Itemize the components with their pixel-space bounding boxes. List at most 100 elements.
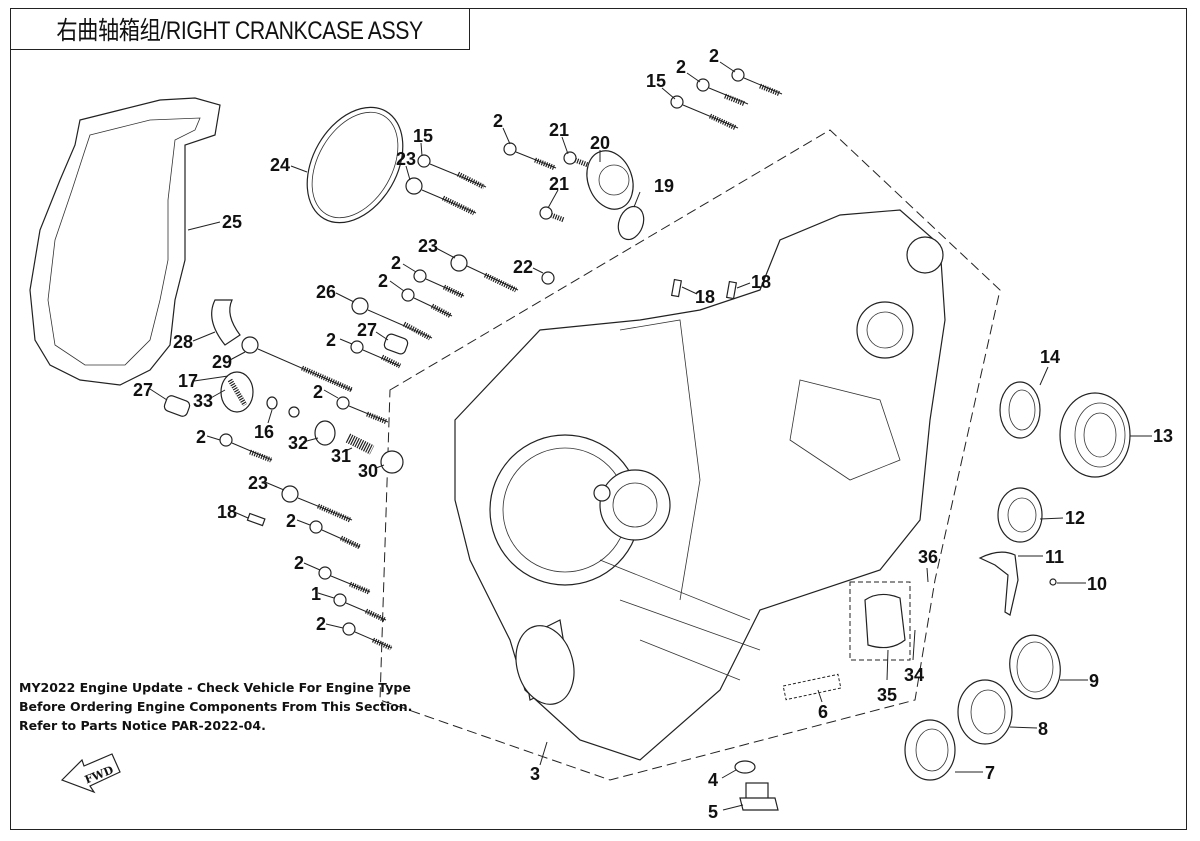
engine-update-notice: MY2022 Engine Update - Check Vehicle For…	[19, 678, 412, 735]
callout-33: 33	[193, 391, 213, 411]
callout-2: 2	[378, 271, 388, 291]
assembly-boundary	[379, 129, 1001, 781]
bolt-23-low	[281, 485, 353, 523]
spring-31	[345, 433, 375, 455]
bushing-group-36	[849, 581, 911, 661]
callout-18: 18	[695, 287, 715, 307]
callout-2: 2	[286, 511, 296, 531]
callout-36: 36	[918, 547, 938, 567]
callout-27: 27	[357, 320, 377, 340]
callout-30: 30	[358, 461, 378, 481]
callout-10: 10	[1087, 574, 1107, 594]
fwd-arrow-icon: FWD	[60, 753, 121, 794]
bolt-2-c	[350, 340, 402, 369]
callout-23: 23	[396, 149, 416, 169]
bearing-cap-28	[211, 299, 241, 346]
bolt-15-top	[670, 95, 739, 131]
callout-35: 35	[877, 685, 897, 705]
callout-25: 25	[222, 212, 242, 232]
title-text: 右曲轴箱组/RIGHT CRANKCASE ASSY	[56, 17, 424, 45]
screw-10	[1049, 578, 1057, 586]
callout-2: 2	[326, 330, 336, 350]
callout-19: 19	[654, 176, 674, 196]
filter-33	[220, 371, 254, 413]
callout-14: 14	[1040, 347, 1060, 367]
bolt-2-d	[336, 396, 389, 425]
callout-18: 18	[217, 502, 237, 522]
bolt-15-left	[417, 154, 487, 190]
bolt-2-top-right	[731, 68, 783, 97]
callout-1: 1	[311, 584, 321, 604]
callout-31: 31	[331, 446, 351, 466]
right-crankcase-3	[454, 209, 946, 761]
callout-8: 8	[1038, 719, 1048, 739]
flange-20	[586, 150, 634, 210]
callout-15: 15	[646, 71, 666, 91]
callout-18: 18	[751, 272, 771, 292]
bearing-13	[1059, 392, 1131, 478]
bolt-2-b	[401, 288, 453, 319]
callout-22: 22	[513, 257, 533, 277]
bolt-2-a	[413, 269, 465, 299]
drawing-frame	[10, 8, 1187, 830]
bushing-34-35	[864, 593, 906, 649]
bushing-27a	[383, 333, 409, 355]
washer-4	[734, 760, 756, 774]
bolt-21-top	[563, 151, 589, 168]
callouts: 2 2 15 2 21 20 15 23 21 19 24 25 23 22 2…	[133, 46, 1173, 822]
callout-13: 13	[1153, 426, 1173, 446]
bolt-2-g	[318, 566, 371, 595]
seal-14	[999, 381, 1041, 439]
callout-2: 2	[196, 427, 206, 447]
callout-29: 29	[212, 352, 232, 372]
stopper-11	[978, 551, 1019, 616]
bolt-29-long	[241, 336, 354, 393]
notice-line: Before Ordering Engine Components From T…	[19, 699, 413, 714]
callout-2: 2	[316, 614, 326, 634]
drain-plug-5	[739, 782, 779, 811]
callout-21: 21	[549, 120, 569, 140]
callout-2: 2	[313, 382, 323, 402]
bolt-21-bottom	[539, 206, 565, 223]
callout-6: 6	[818, 702, 828, 722]
callout-2: 2	[676, 57, 686, 77]
bearing-8	[957, 679, 1013, 745]
callout-20: 20	[590, 133, 610, 153]
callout-34: 34	[904, 665, 924, 685]
washer-16b	[288, 406, 300, 418]
callout-11: 11	[1045, 547, 1064, 567]
callout-9: 9	[1089, 671, 1099, 691]
callout-2: 2	[391, 253, 401, 273]
bolt-2-top	[696, 78, 749, 107]
callout-32: 32	[288, 433, 308, 453]
plug-22	[541, 271, 555, 285]
bolts	[219, 68, 783, 651]
callout-2: 2	[294, 553, 304, 573]
dowel-18a	[670, 278, 683, 298]
o-ring-19	[617, 205, 645, 241]
gasket-25	[29, 97, 221, 386]
washer-16a	[266, 396, 278, 410]
callout-21: 21	[549, 174, 569, 194]
bolt-23-left	[405, 177, 477, 216]
bearing-12	[997, 487, 1043, 543]
dowel-18b	[725, 280, 738, 300]
callout-2: 2	[493, 111, 503, 131]
callout-26: 26	[316, 282, 336, 302]
bolt-2-h	[342, 622, 393, 651]
callout-16: 16	[254, 422, 274, 442]
seal-7	[904, 719, 956, 781]
notice-line: MY2022 Engine Update - Check Vehicle For…	[19, 680, 411, 695]
notice-line: Refer to Parts Notice PAR-2022-04.	[19, 718, 266, 733]
callout-28: 28	[173, 332, 193, 352]
callout-12: 12	[1065, 508, 1085, 528]
bolt-2-f	[309, 520, 362, 550]
page-title: 右曲轴箱组/RIGHT CRANKCASE ASSY	[10, 8, 470, 50]
callout-27: 27	[133, 380, 153, 400]
bushing-27b	[163, 395, 191, 417]
callout-2: 2	[709, 46, 719, 66]
bolt-26	[351, 297, 433, 341]
valve-6	[782, 673, 842, 701]
ball-30	[380, 450, 404, 474]
small-parts	[163, 150, 1131, 811]
